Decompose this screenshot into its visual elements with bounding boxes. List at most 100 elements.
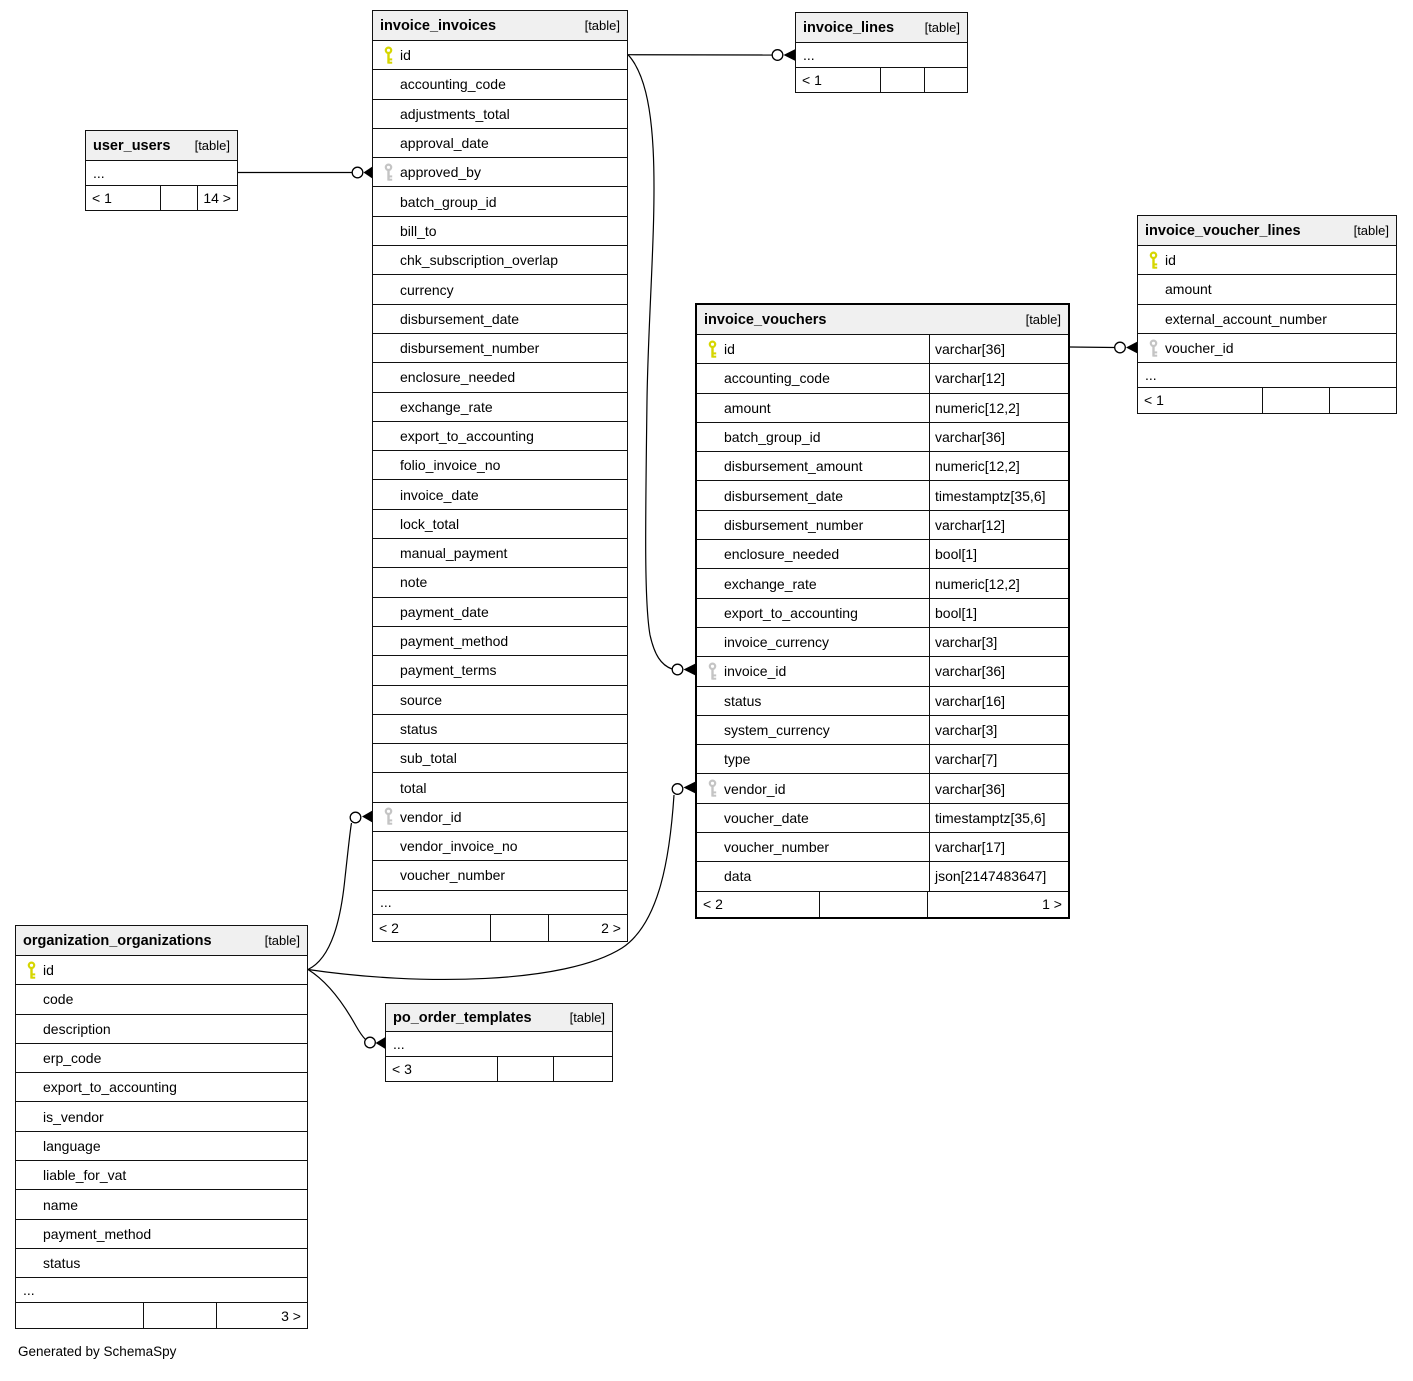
invoice_vouchers-coltype-batch_group_id: varchar[36] xyxy=(929,422,1068,452)
invoice_invoices-colname-status: status xyxy=(400,720,438,737)
invoice_invoices-colname-bill_to: bill_to xyxy=(400,222,437,239)
invoice_invoices-colname-note: note xyxy=(400,574,428,591)
invoice_invoices-footer-cell-2: 2 > xyxy=(547,915,627,941)
invoice_vouchers-colname-invoice_currency: invoice_currency xyxy=(724,634,830,651)
table-po_order_templates: po_order_templates[table]...< 3 xyxy=(385,1003,613,1082)
invoice_vouchers-colname-disbursement_date: disbursement_date xyxy=(724,487,844,504)
invoice_lines-header: invoice_lines[table] xyxy=(796,13,967,43)
invoice_invoices-footer-cell-0: < 2 xyxy=(379,919,399,936)
organization_organizations-colname-status: status xyxy=(43,1255,81,1272)
invoice_invoices-colname-disbursement_number: disbursement_number xyxy=(400,340,540,357)
invoice_invoices-colname-sub_total: sub_total xyxy=(400,750,457,767)
invoice_invoices-colname-lock_total: lock_total xyxy=(400,515,460,532)
invoice_vouchers-coltype-id: varchar[36] xyxy=(929,335,1068,364)
invoice_vouchers-coltype-exchange_rate: numeric[12,2] xyxy=(929,569,1068,598)
invoice_invoices-colname-payment_method: payment_method xyxy=(400,633,509,650)
invoice_invoices-col-exchange_rate: exchange_rate xyxy=(373,393,627,422)
crows-foot-arrow xyxy=(375,1037,385,1049)
invoice_vouchers-footer-cell-2: 1 > xyxy=(926,891,1068,918)
invoice_vouchers-col-id: id varchar[36] xyxy=(697,335,1068,365)
invoice_vouchers-colname-data: data xyxy=(724,868,752,885)
po_order_templates-footer-cell-1 xyxy=(496,1057,553,1081)
invoice_invoices-colname-batch_group_id: batch_group_id xyxy=(400,193,497,210)
invoice_invoices-col-sub_total: sub_total xyxy=(373,744,627,774)
organization_organizations-col-export_to_accounting: export_to_accounting xyxy=(16,1073,307,1103)
invoice_vouchers-colname-id: id xyxy=(724,341,735,358)
invoice_invoices-colname-exchange_rate: exchange_rate xyxy=(400,398,493,415)
invoice_invoices-col-note: note xyxy=(373,568,627,598)
invoice_invoices-footer: < 2 2 > xyxy=(373,915,627,941)
invoice_invoices-col-chk_subscription_overlap: chk_subscription_overlap xyxy=(373,246,627,276)
invoice_invoices-colname-invoice_date: invoice_date xyxy=(400,486,479,503)
invoice_vouchers-colname-status: status xyxy=(724,692,762,709)
crows-foot-arrow xyxy=(683,663,695,676)
invoice_voucher_lines-col-amount: amount xyxy=(1138,275,1396,305)
invoice_invoices-col-bill_to: bill_to xyxy=(373,217,627,247)
invoice_invoices-title[interactable]: invoice_invoices xyxy=(380,17,497,34)
po_order_templates-tag: [table] xyxy=(569,1010,605,1025)
user_users-ellipsis-row: ... xyxy=(86,161,237,186)
invoice_vouchers-coltype-voucher_date: timestamptz[35,6] xyxy=(929,803,1068,833)
invoice_lines-title[interactable]: invoice_lines xyxy=(803,19,895,36)
invoice_vouchers-coltype-disbursement_amount: numeric[12,2] xyxy=(929,452,1068,481)
invoice_invoices-footer-cell-1 xyxy=(489,915,548,941)
invoice_invoices-col-folio_invoice_no: folio_invoice_no xyxy=(373,451,627,481)
invoice_vouchers-colname-accounting_code: accounting_code xyxy=(724,370,830,387)
fk-edge-organization_organizations-id-to-invoice_invoices-vendor_id xyxy=(307,810,372,971)
organization_organizations-ellipsis-row: ... xyxy=(16,1278,307,1303)
user_users-tag: [table] xyxy=(194,138,230,153)
invoice_voucher_lines-title[interactable]: invoice_voucher_lines xyxy=(1145,222,1301,239)
invoice_voucher_lines-footer-cell-2 xyxy=(1328,387,1396,414)
po_order_templates-footer: < 3 xyxy=(386,1057,612,1081)
invoice_invoices-ellipsis-row: ... xyxy=(373,891,627,916)
invoice_voucher_lines-colname-external_account_number: external_account_number xyxy=(1165,310,1327,327)
invoice_invoices-col-payment_terms: payment_terms xyxy=(373,656,627,686)
invoice_voucher_lines-colname-voucher_id: voucher_id xyxy=(1165,340,1234,357)
invoice_invoices-col-approved_by: approved_by xyxy=(373,158,627,188)
invoice_vouchers-colname-amount: amount xyxy=(724,399,771,416)
invoice_vouchers-col-amount: amount numeric[12,2] xyxy=(697,393,1068,423)
zero-or-one-circle xyxy=(351,166,364,179)
invoice_vouchers-col-accounting_code: accounting_code varchar[12] xyxy=(697,364,1068,394)
invoice_invoices-col-vendor_invoice_no: vendor_invoice_no xyxy=(373,832,627,862)
invoice_invoices-col-currency: currency xyxy=(373,275,627,305)
fk-edge-organization_organizations-id-to-invoice_vouchers-vendor_id xyxy=(307,781,695,981)
fk-edge-invoice_vouchers-id-to-invoice_voucher_lines-voucher_id xyxy=(1069,341,1137,354)
invoice_vouchers-title[interactable]: invoice_vouchers xyxy=(704,311,827,328)
organization_organizations-col-status: status xyxy=(16,1249,307,1279)
invoice_vouchers-coltype-accounting_code: varchar[12] xyxy=(929,364,1068,393)
invoice_vouchers-coltype-data: json[2147483647] xyxy=(929,862,1068,891)
invoice_vouchers-header: invoice_vouchers[table] xyxy=(697,305,1068,335)
invoice_vouchers-coltype-amount: numeric[12,2] xyxy=(929,393,1068,422)
invoice_vouchers-col-data: data json[2147483647] xyxy=(697,862,1068,892)
user_users-header: user_users [table] xyxy=(86,131,237,161)
invoice_invoices-colname-source: source xyxy=(400,691,443,708)
invoice_vouchers-colname-export_to_accounting: export_to_accounting xyxy=(724,604,858,621)
invoice_invoices-col-vendor_id: vendor_id xyxy=(373,803,627,833)
invoice_invoices-col-invoice_date: invoice_date xyxy=(373,480,627,510)
organization_organizations-title[interactable]: organization_organizations xyxy=(23,932,212,949)
invoice_vouchers-coltype-enclosure_needed: bool[1] xyxy=(929,540,1068,569)
invoice_invoices-tag: [table] xyxy=(584,18,620,33)
invoice_vouchers-colname-disbursement_number: disbursement_number xyxy=(724,516,864,533)
invoice_voucher_lines-footer-cell-1 xyxy=(1261,387,1329,414)
fk-edge-invoice_invoices-id-to-invoice_lines xyxy=(627,49,795,61)
invoice_voucher_lines-header: invoice_voucher_lines[table] xyxy=(1138,216,1396,246)
user_users-footer-cell-2: 14 > xyxy=(197,186,237,210)
po_order_templates-title[interactable]: po_order_templates xyxy=(393,1009,532,1026)
organization_organizations-col-description: description xyxy=(16,1015,307,1044)
user_users-title[interactable]: user_users xyxy=(93,137,171,154)
invoice_invoices-colname-payment_date: payment_date xyxy=(400,603,489,620)
invoice_vouchers-colname-batch_group_id: batch_group_id xyxy=(724,429,821,446)
invoice_invoices-colname-total: total xyxy=(400,779,427,796)
organization_organizations-footer-cell-2: 3 > xyxy=(215,1302,307,1329)
